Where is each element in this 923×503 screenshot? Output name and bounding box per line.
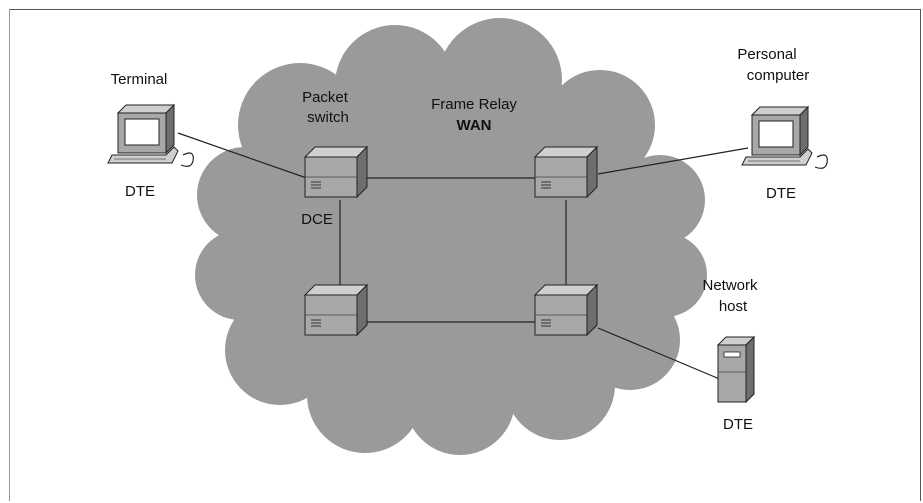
- links: [177, 132, 749, 381]
- host-label-line1: Network: [702, 277, 758, 294]
- packet-switch-label-line1: Packet: [302, 89, 349, 106]
- cloud-title-line2: WAN: [457, 117, 492, 134]
- terminal-dte-label: DTE: [125, 183, 155, 200]
- terminal-icon: [107, 104, 194, 167]
- link-switch-host: [597, 327, 723, 381]
- diagram-frame: [9, 9, 921, 501]
- host-label-line2: host: [719, 298, 748, 315]
- personal-computer-icon: [741, 106, 828, 169]
- link-terminal-switch: [177, 132, 319, 183]
- packet-switch-label-line2: switch: [307, 109, 349, 126]
- network-host-icon: [716, 335, 756, 404]
- packet-switch-icon: [534, 146, 598, 198]
- terminal-label: Terminal: [111, 71, 168, 88]
- packet-switch-icon: [534, 284, 598, 336]
- dce-label: DCE: [301, 211, 333, 228]
- cloud-title-line1: Frame Relay: [431, 96, 517, 113]
- pc-label-line1: Personal: [737, 46, 796, 63]
- packet-switch-icon: [304, 284, 368, 336]
- frame-relay-cloud: [195, 18, 707, 455]
- link-switch-pc: [597, 147, 749, 175]
- pc-label-line2: computer: [747, 67, 810, 84]
- packet-switch-icon: [304, 146, 368, 198]
- pc-dte-label: DTE: [766, 185, 796, 202]
- host-dte-label: DTE: [723, 416, 753, 433]
